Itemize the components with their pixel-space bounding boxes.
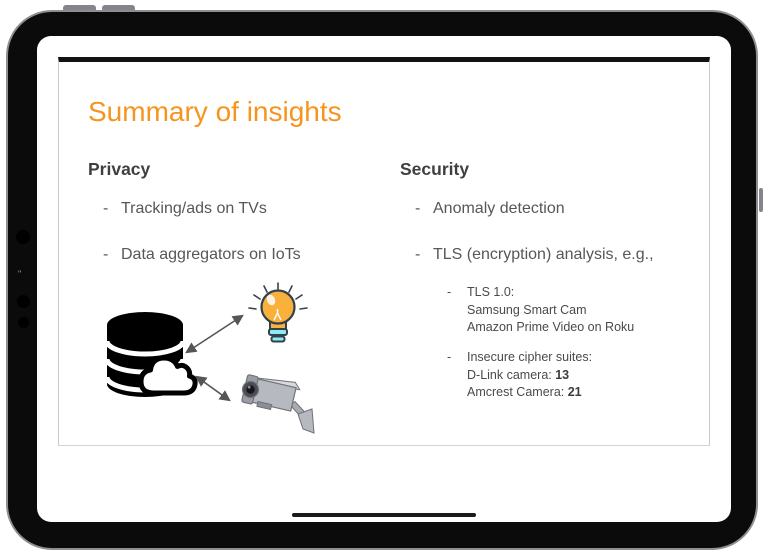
- sub-line: D-Link camera: 13: [467, 367, 570, 382]
- home-indicator[interactable]: [292, 513, 476, 517]
- security-heading: Security: [400, 159, 470, 179]
- bullet-dash: -: [415, 246, 421, 263]
- power-button[interactable]: [759, 188, 763, 212]
- arrow-db-camera: [195, 375, 231, 402]
- cloud-icon: [138, 355, 198, 396]
- privacy-heading: Privacy: [88, 159, 151, 179]
- cctv-camera-icon: [241, 374, 315, 434]
- bullet-tracking-ads: - Tracking/ads on TVs: [103, 200, 267, 218]
- sub-bullet-tls10: - TLS 1.0: Samsung Smart Cam Amazon Prim…: [447, 284, 634, 337]
- bullet-text: Anomaly detection: [433, 200, 565, 217]
- sensor-dot-icon: [18, 317, 29, 328]
- sub-line: Insecure cipher suites:: [467, 350, 593, 364]
- sub-line: Amcrest Camera: 21: [467, 385, 582, 399]
- sensor-dot-icon: [17, 295, 30, 308]
- bullet-text: Tracking/ads on TVs: [121, 200, 267, 217]
- bullet-dash: -: [415, 200, 421, 217]
- sub-bullet-lines: Insecure cipher suites: D-Link camera: 1…: [467, 349, 592, 402]
- bullet-text: TLS (encryption) analysis, e.g.,: [433, 246, 654, 263]
- presentation-slide: Summary of insights Privacy - Tracking/a…: [58, 57, 710, 446]
- bullet-dash: -: [447, 350, 452, 364]
- sub-bullet-insecure-ciphers: - Insecure cipher suites: D-Link camera:…: [447, 349, 592, 402]
- volume-up-button[interactable]: [63, 5, 96, 12]
- sub-line: TLS 1.0:: [467, 285, 515, 299]
- lightbulb-icon: [248, 282, 308, 343]
- bullet-dash: -: [103, 200, 109, 217]
- privacy-illustration: [104, 282, 315, 434]
- front-camera-icon: [16, 230, 30, 244]
- bullet-dash: -: [103, 246, 109, 263]
- tablet-screen: Summary of insights Privacy - Tracking/a…: [37, 36, 731, 522]
- cipher-count: 13: [555, 367, 570, 382]
- bezel-mark: ": [18, 269, 22, 279]
- bullet-text: Data aggregators on IoTs: [121, 246, 301, 263]
- tablet-frame: " Summary of insights Privacy - Tracking…: [6, 10, 758, 550]
- bullet-tls-analysis: - TLS (encryption) analysis, e.g.,: [415, 246, 654, 264]
- sub-line: Samsung Smart Cam: [467, 302, 587, 317]
- bullet-anomaly-detection: - Anomaly detection: [415, 200, 565, 218]
- slide-title: Summary of insights: [88, 96, 342, 127]
- sub-line: Amazon Prime Video on Roku: [467, 320, 635, 334]
- bullet-data-aggregators: - Data aggregators on IoTs: [103, 246, 301, 264]
- sub-bullet-lines: TLS 1.0: Samsung Smart Cam Amazon Prime …: [467, 284, 634, 337]
- volume-down-button[interactable]: [102, 5, 135, 12]
- arrow-db-bulb: [185, 314, 244, 354]
- bullet-dash: -: [447, 285, 452, 299]
- cipher-count: 21: [567, 385, 582, 399]
